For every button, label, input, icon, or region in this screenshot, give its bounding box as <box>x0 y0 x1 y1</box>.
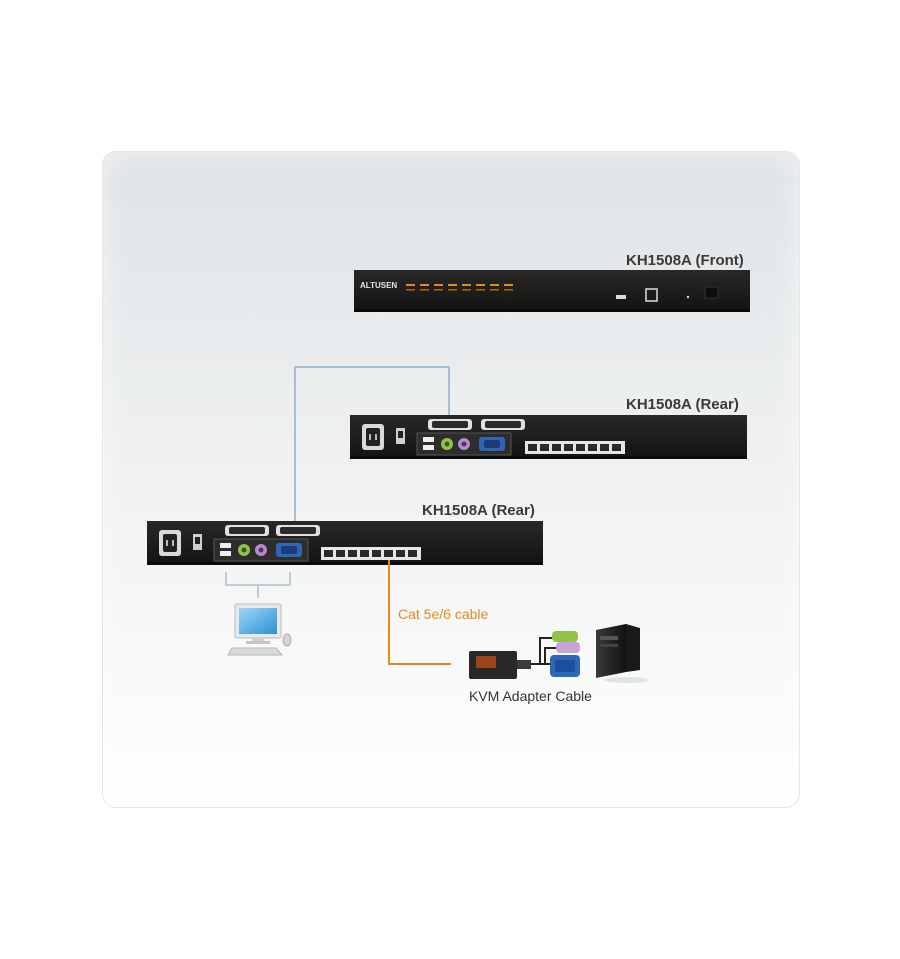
usb-port-icon <box>220 543 231 548</box>
front-port-leds <box>406 284 513 291</box>
front-reset-button <box>645 288 658 302</box>
cat-cable-label: Cat 5e/6 cable <box>398 606 489 622</box>
kh1508a-front-unit: ALTUSEN <box>354 270 750 312</box>
rear-top-unit-label: KH1508A (Rear) <box>626 396 739 413</box>
front-power-button <box>704 286 719 299</box>
mouse-icon <box>282 633 292 647</box>
diagram-panel <box>102 151 800 808</box>
front-power-led <box>686 295 690 299</box>
kvm-mouse-plug <box>556 642 580 653</box>
usb-port-icon <box>423 437 434 442</box>
rear-bottom-unit-label: KH1508A (Rear) <box>422 502 535 519</box>
brand-logo: ALTUSEN <box>360 281 397 290</box>
cascade-cable <box>294 366 450 527</box>
front-usb-port <box>616 295 626 299</box>
kvm-adapter-icon <box>469 631 580 679</box>
kh1508a-rear-unit-bottom <box>147 521 543 565</box>
kvm-adapter-label: KVM Adapter Cable <box>469 688 592 704</box>
kh1508a-rear-unit-top <box>350 415 747 459</box>
console-bracket <box>225 572 291 598</box>
kvm-keyboard-plug <box>552 631 578 642</box>
monitor-icon <box>234 603 282 644</box>
cat5-cable <box>388 560 451 665</box>
keyboard-icon <box>227 647 284 656</box>
tower-pc-icon <box>596 624 648 683</box>
front-unit-label: KH1508A (Front) <box>626 252 744 269</box>
